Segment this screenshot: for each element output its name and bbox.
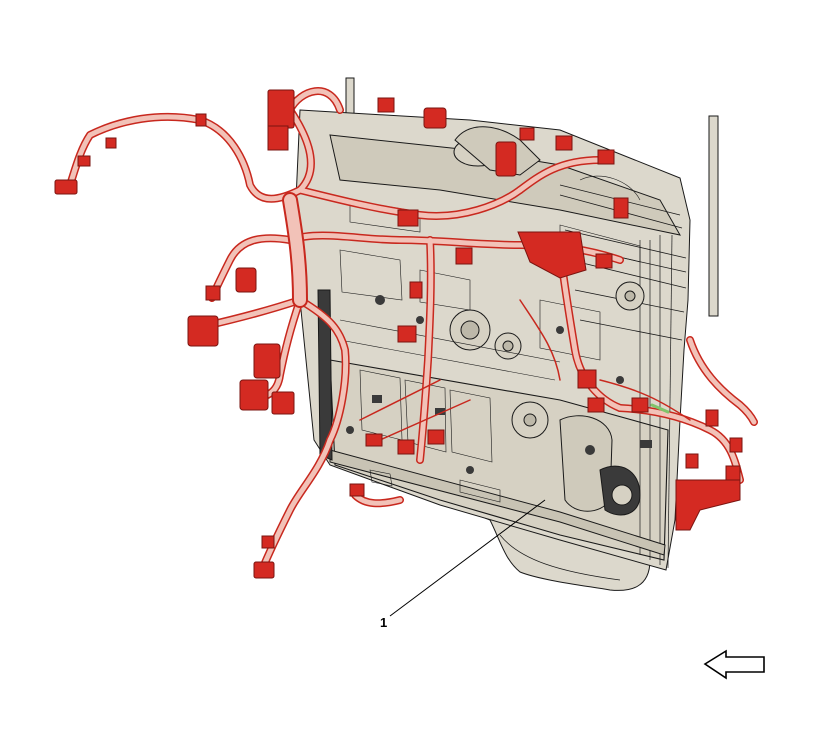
connector-bottom-right-bracket xyxy=(675,479,741,531)
connector-turbo xyxy=(495,141,517,177)
block-detail-lines xyxy=(339,175,641,503)
left-arrow-icon xyxy=(703,649,765,680)
connector-top-center xyxy=(423,107,447,129)
callout-leader-line xyxy=(389,499,546,617)
green-ground-wire xyxy=(650,403,670,414)
thin-wires xyxy=(359,299,691,441)
bottom-rail xyxy=(329,449,666,556)
connector-left-stack-1 xyxy=(253,343,281,379)
wiring-harness-drawing xyxy=(66,87,758,574)
left-edge-dark xyxy=(317,289,333,461)
connector-bottom-left xyxy=(253,561,275,579)
connector-left-stack-2 xyxy=(239,379,269,411)
connector-clip xyxy=(77,155,91,167)
callout-1: 1 xyxy=(380,499,546,630)
callout-label: 1 xyxy=(380,615,387,630)
connector-mid-left xyxy=(235,267,257,293)
harness-connectors xyxy=(54,89,743,579)
connector-left-large xyxy=(187,315,219,347)
main-trunk xyxy=(284,194,306,306)
right-stud xyxy=(708,115,719,317)
connector-bracket-center xyxy=(517,231,587,279)
connector-top-left xyxy=(267,89,295,129)
dark-recesses xyxy=(346,295,652,474)
harness-core xyxy=(67,88,757,573)
connector-far-left xyxy=(54,179,78,195)
